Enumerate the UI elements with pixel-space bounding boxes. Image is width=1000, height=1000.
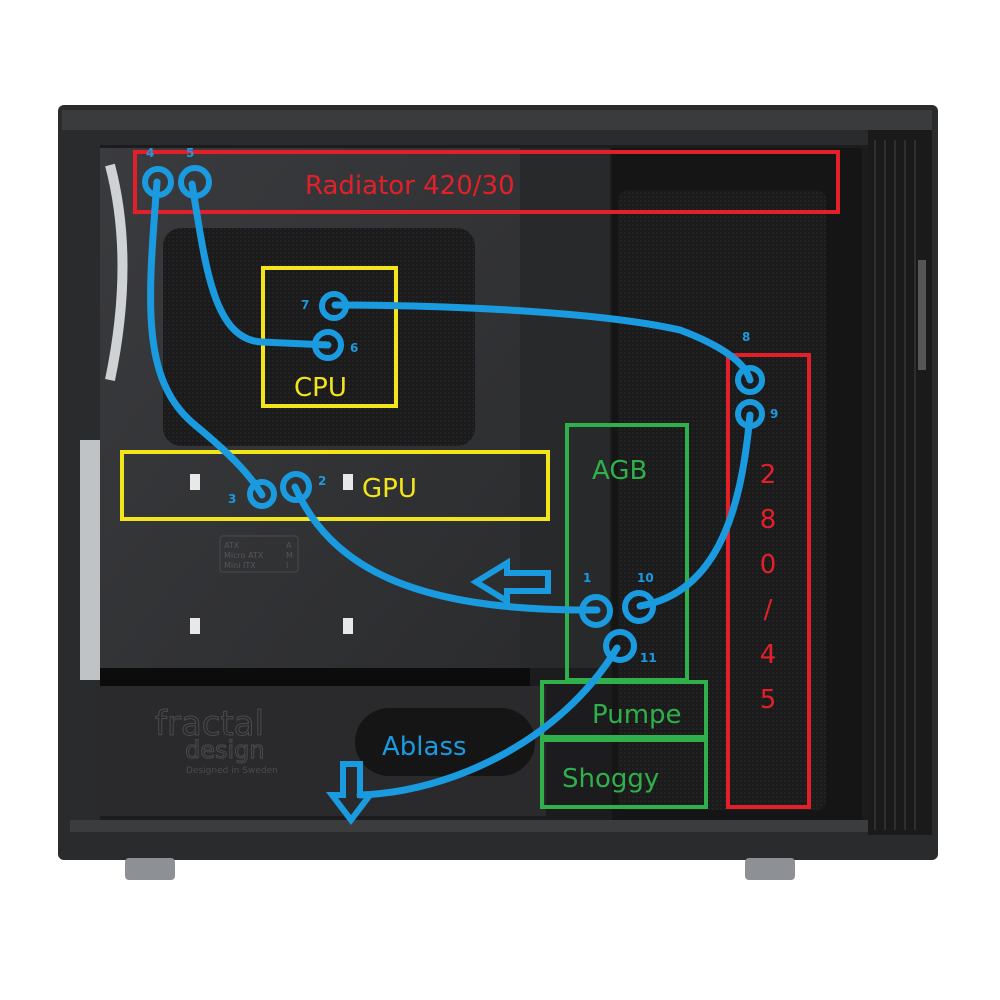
svg-text:/: / bbox=[764, 595, 773, 625]
case-body bbox=[58, 105, 938, 880]
drain-arrow-down-icon bbox=[325, 761, 377, 825]
svg-text:0: 0 bbox=[760, 550, 777, 580]
svg-text:8: 8 bbox=[760, 505, 777, 535]
form-factor-itx: Mini ITX bbox=[224, 561, 256, 570]
svg-text:I: I bbox=[286, 561, 288, 570]
port-10-label: 10 bbox=[637, 571, 654, 585]
gpu-box bbox=[120, 450, 550, 521]
port-3-label: 3 bbox=[228, 492, 236, 506]
gpu-label: GPU bbox=[362, 474, 417, 504]
svg-text:M: M bbox=[286, 551, 293, 560]
form-factor-atx: ATX bbox=[224, 541, 240, 550]
port-9-label: 9 bbox=[770, 407, 778, 421]
port-6-fitting bbox=[312, 329, 344, 361]
logo-tagline: Designed in Sweden bbox=[186, 766, 278, 776]
svg-text:5: 5 bbox=[760, 685, 777, 715]
logo-fractal: fractal bbox=[155, 704, 264, 744]
pump-box bbox=[540, 680, 708, 739]
port-7-fitting bbox=[319, 291, 349, 321]
port-4-fitting bbox=[142, 166, 174, 198]
foot-left bbox=[125, 858, 175, 880]
port-5-fitting bbox=[178, 165, 212, 199]
port-1-label: 1 bbox=[583, 571, 591, 585]
radiator-front-label: 2 8 0 / 4 5 bbox=[760, 460, 777, 715]
port-8-fitting bbox=[735, 365, 765, 395]
rear-fan bbox=[105, 163, 128, 382]
port-2-fitting bbox=[280, 471, 312, 503]
port-6-label: 6 bbox=[350, 341, 358, 355]
foot-right bbox=[745, 858, 795, 880]
radiator-top-box bbox=[133, 150, 840, 214]
port-4-label: 4 bbox=[146, 146, 154, 160]
svg-text:A: A bbox=[286, 541, 292, 550]
flow-arrow-left-icon bbox=[470, 557, 551, 607]
front-vent bbox=[868, 130, 932, 835]
cpu-label: CPU bbox=[294, 373, 347, 403]
logo-design: design bbox=[185, 736, 265, 764]
case-branding: ATX Micro ATX Mini ITX A M I fractal des… bbox=[155, 535, 299, 776]
radiator-top-label: Radiator 420/30 bbox=[305, 171, 515, 201]
port-2-label: 2 bbox=[318, 474, 326, 488]
port-11-label: 11 bbox=[640, 651, 657, 665]
tube-4-3 bbox=[147, 178, 266, 499]
port-11-fitting bbox=[603, 629, 637, 663]
reservoir-label: AGB bbox=[592, 456, 647, 486]
cpu-box bbox=[261, 266, 398, 408]
radiator-front-box bbox=[726, 353, 811, 809]
tube-11-drain bbox=[356, 644, 621, 799]
port-5-label: 5 bbox=[186, 146, 194, 160]
port-10-fitting bbox=[622, 590, 656, 624]
tube-9-10 bbox=[636, 411, 754, 610]
tube-7-8 bbox=[331, 301, 754, 384]
port-7-label: 7 bbox=[301, 298, 309, 312]
port-9-fitting bbox=[735, 399, 765, 429]
pci-slots bbox=[80, 440, 100, 680]
port-8-label: 8 bbox=[742, 330, 750, 344]
svg-text:2: 2 bbox=[760, 460, 777, 490]
pump-label: Pumpe bbox=[592, 700, 682, 730]
port-1-fitting bbox=[579, 594, 613, 628]
pump-top-box bbox=[540, 738, 708, 809]
form-factor-matx: Micro ATX bbox=[224, 551, 264, 560]
port-3-fitting bbox=[247, 479, 277, 509]
drain-label: Ablass bbox=[382, 732, 467, 762]
svg-text:4: 4 bbox=[760, 640, 777, 670]
pump-top-label: Shoggy bbox=[562, 764, 659, 794]
tube-2-1 bbox=[291, 483, 601, 614]
tube-5-6 bbox=[188, 180, 332, 349]
